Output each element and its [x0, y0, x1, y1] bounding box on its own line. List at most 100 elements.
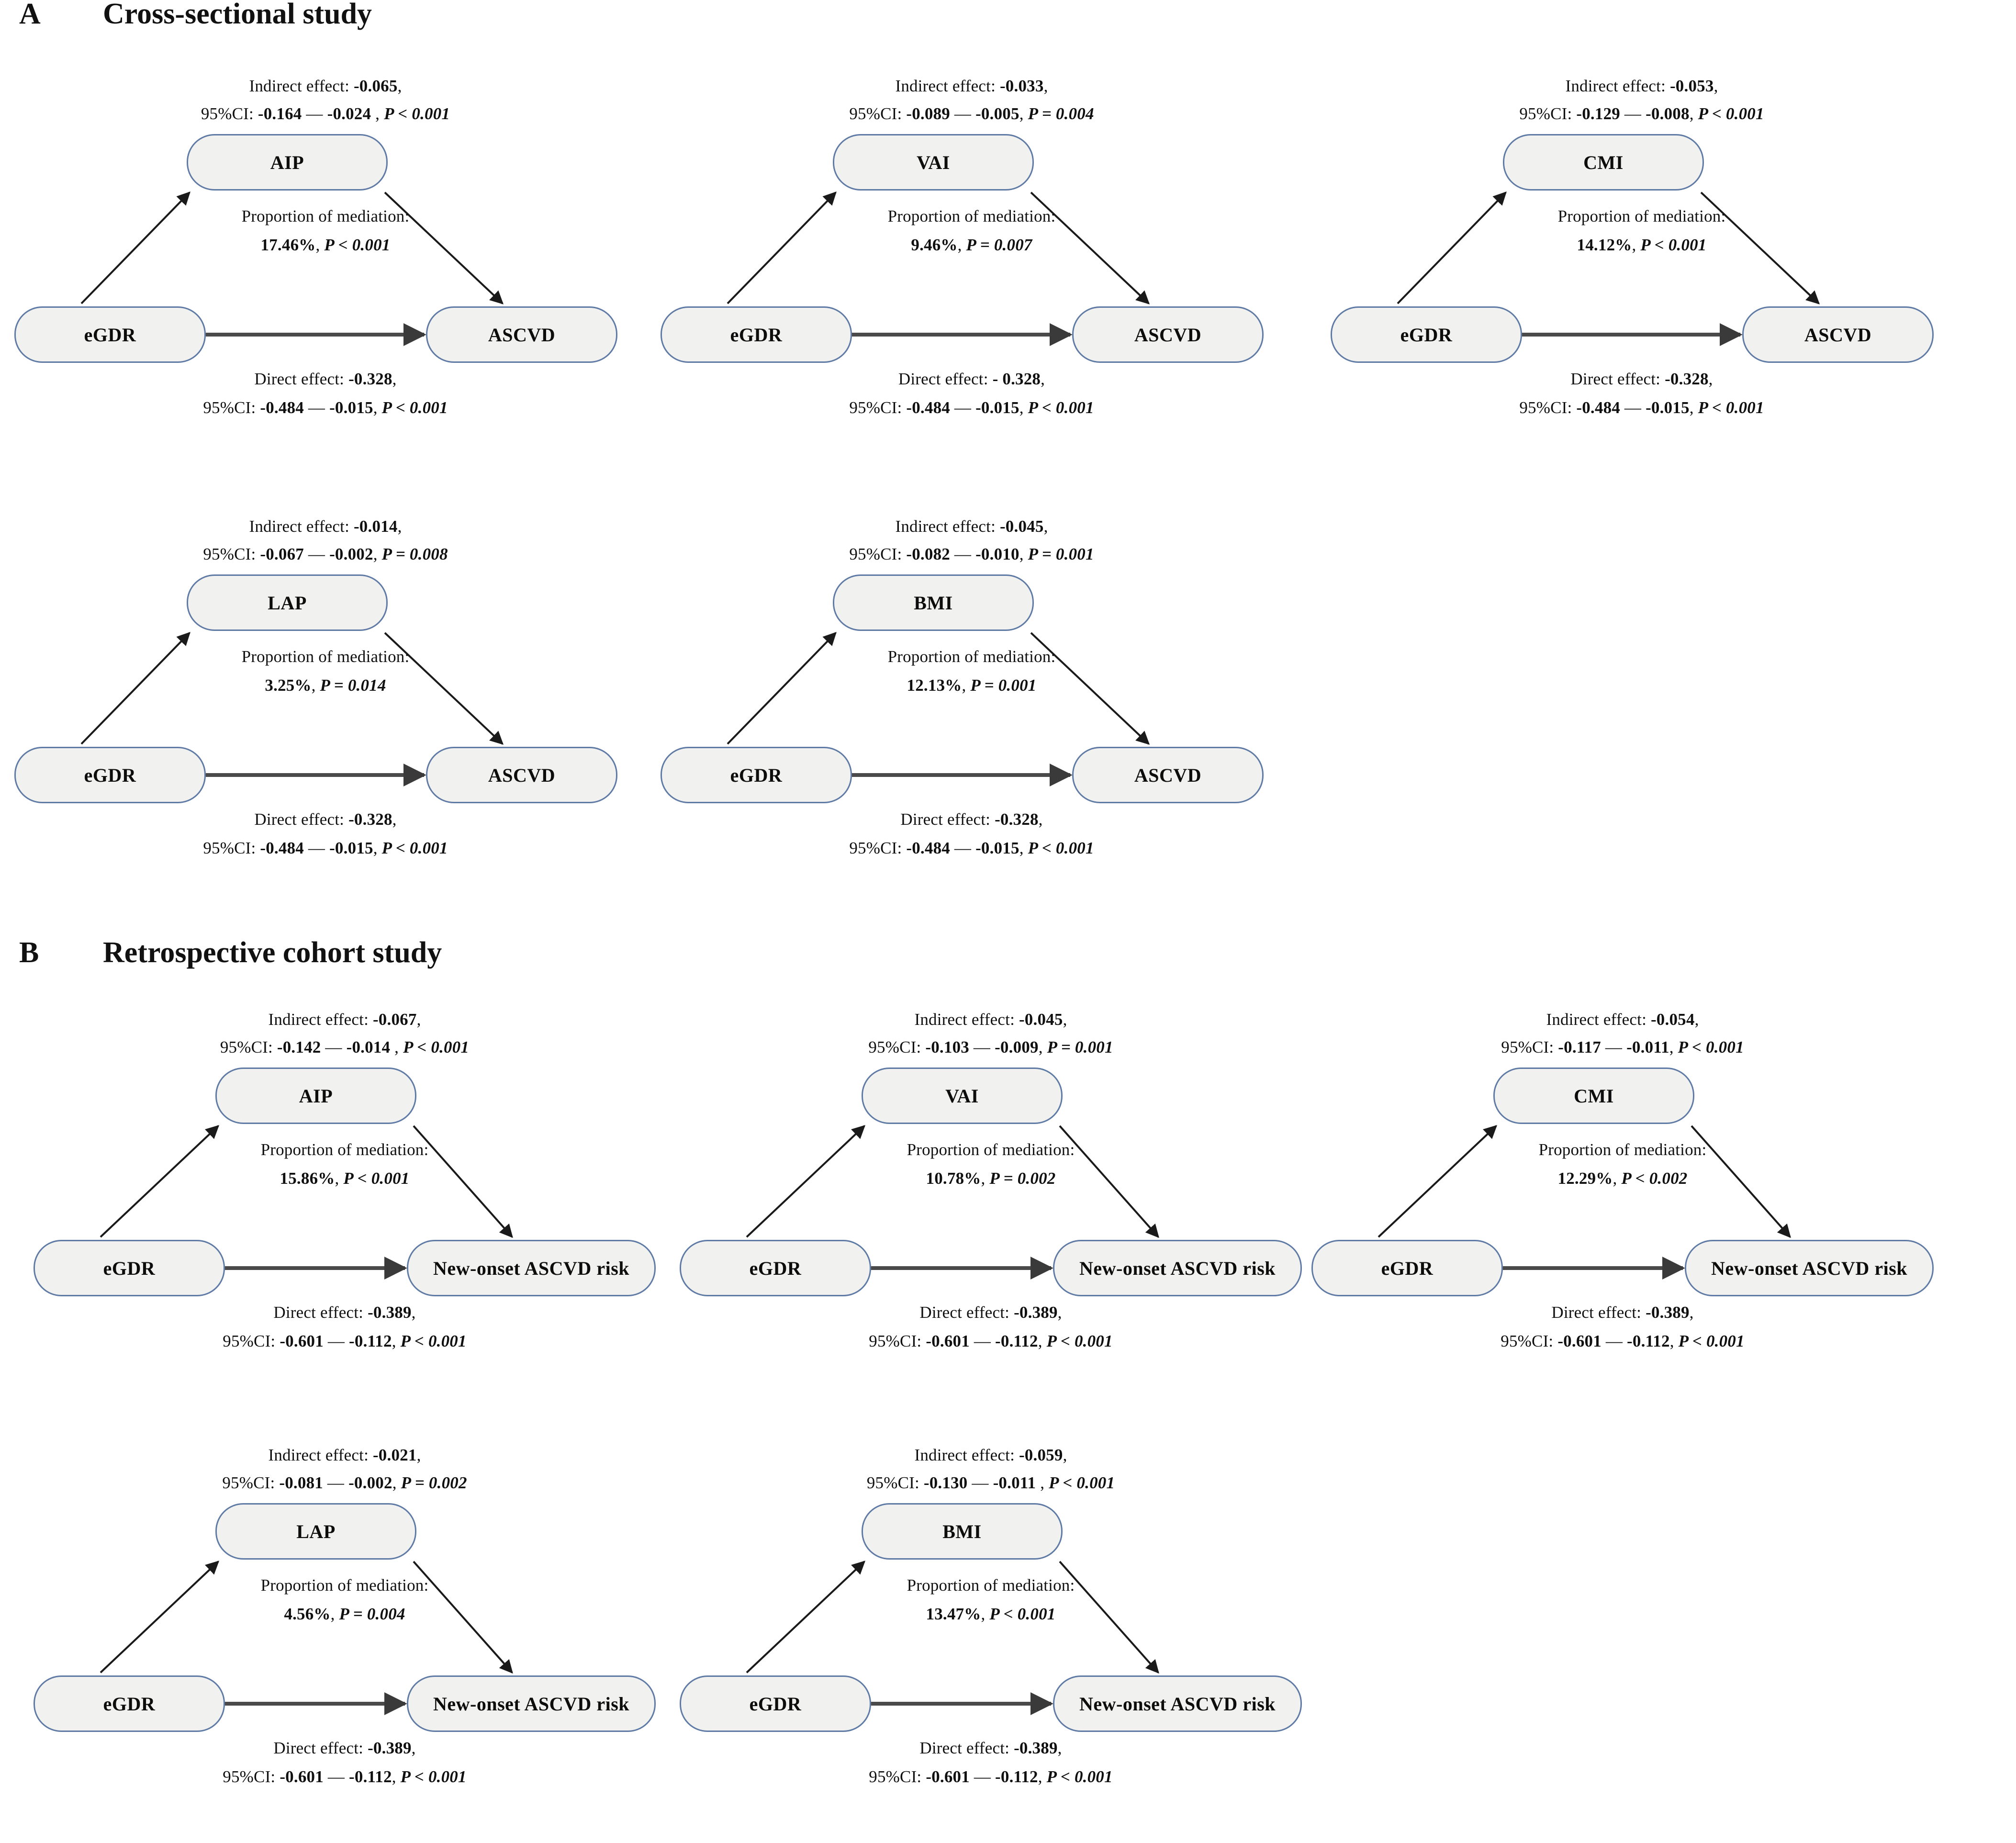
mediation-panel-b-vai: Indirect effect: -0.045, 95%CI: -0.103 —… [670, 1000, 1311, 1431]
node-source-eGDR[interactable]: eGDR [680, 1240, 871, 1296]
node-target-outcome[interactable]: New-onset ASCVD risk [1053, 1240, 1302, 1296]
indirect-effect-line1: Indirect effect: -0.021, [268, 1446, 421, 1464]
proportion-value-line: 12.29%, P < 0.002 [1557, 1169, 1688, 1188]
indirect-effect-line1: Indirect effect: -0.045, [914, 1010, 1067, 1029]
edge-layer [80, 631, 504, 787]
indirect-effect-ci-line: 95%CI: -0.130 — -0.011 , P < 0.001 [866, 1473, 1115, 1492]
direct-effect-ci-line: 95%CI: -0.484 — -0.015, P < 0.001 [1519, 398, 1764, 417]
indirect-effect-ci-line: 95%CI: -0.142 — -0.014 , P < 0.001 [220, 1038, 470, 1056]
proportion-value-line: 12.13%, P = 0.001 [907, 676, 1037, 695]
panel-title-a: Cross-sectional study [103, 0, 372, 30]
node-target-outcome[interactable]: ASCVD [1742, 306, 1934, 363]
proportion-label: Proportion of mediation: [1538, 1140, 1707, 1159]
indirect-effect-ci-line: 95%CI: -0.089 — -0.005, P = 0.004 [849, 104, 1094, 123]
indirect-effect-ci-line: 95%CI: -0.082 — -0.010, P = 0.001 [849, 545, 1094, 563]
edge-layer [80, 191, 504, 346]
node-source-eGDR[interactable]: eGDR [661, 306, 852, 363]
edge-layer [746, 1125, 1159, 1280]
node-target-outcome[interactable]: ASCVD [1072, 747, 1264, 803]
proportion-label: Proportion of mediation: [907, 1140, 1075, 1159]
indirect-effect-line1: Indirect effect: -0.045, [895, 517, 1048, 536]
node-mediator-CMI[interactable]: CMI [1503, 134, 1704, 191]
proportion-value-line: 4.56%, P = 0.004 [284, 1605, 405, 1623]
node-mediator-LAP[interactable]: LAP [187, 574, 388, 631]
proportion-value-line: 14.12%, P < 0.001 [1577, 236, 1707, 254]
proportion-value-line: 17.46%, P < 0.001 [260, 236, 391, 254]
node-target-outcome[interactable]: ASCVD [426, 747, 617, 803]
node-mediator-BMI[interactable]: BMI [862, 1503, 1063, 1560]
edge-layer [100, 1125, 513, 1280]
indirect-effect-line1: Indirect effect: -0.054, [1546, 1010, 1699, 1029]
node-source-eGDR[interactable]: eGDR [34, 1240, 225, 1296]
direct-effect-line1: Direct effect: -0.389, [273, 1739, 416, 1757]
mediation-panel-b-lap: Indirect effect: -0.021, 95%CI: -0.081 —… [24, 1436, 665, 1843]
node-source-eGDR[interactable]: eGDR [680, 1675, 871, 1732]
section-header-b: B Retrospective cohort study [19, 936, 442, 970]
edge-layer [1378, 1125, 1791, 1280]
node-target-outcome[interactable]: New-onset ASCVD risk [1053, 1675, 1302, 1732]
node-source-eGDR[interactable]: eGDR [34, 1675, 225, 1732]
node-source-eGDR[interactable]: eGDR [14, 747, 206, 803]
indirect-effect-line1: Indirect effect: -0.065, [249, 77, 402, 95]
node-source-eGDR[interactable]: eGDR [1311, 1240, 1503, 1296]
direct-effect-ci-line: 95%CI: -0.601 — -0.112, P < 0.001 [1501, 1332, 1745, 1350]
node-mediator-BMI[interactable]: BMI [833, 574, 1034, 631]
direct-effect-ci-line: 95%CI: -0.601 — -0.112, P < 0.001 [223, 1332, 467, 1350]
direct-effect-line1: Direct effect: -0.328, [900, 810, 1043, 829]
indirect-effect-ci-line: 95%CI: -0.103 — -0.009, P = 0.001 [868, 1038, 1113, 1056]
node-mediator-CMI[interactable]: CMI [1493, 1068, 1694, 1124]
direct-effect-line1: Direct effect: -0.328, [254, 810, 397, 829]
proportion-label: Proportion of mediation: [887, 647, 1056, 666]
direct-effect-ci-line: 95%CI: -0.484 — -0.015, P < 0.001 [849, 839, 1094, 857]
panel-letter-a: A [19, 0, 41, 30]
node-source-eGDR[interactable]: eGDR [661, 747, 852, 803]
indirect-effect-line1: Indirect effect: -0.067, [268, 1010, 421, 1029]
node-target-outcome[interactable]: ASCVD [426, 306, 617, 363]
indirect-effect-line1: Indirect effect: -0.053, [1565, 77, 1718, 95]
panel-letter-b: B [19, 936, 39, 969]
node-mediator-LAP[interactable]: LAP [215, 1503, 416, 1560]
indirect-effect-ci-line: 95%CI: -0.067 — -0.002, P = 0.008 [203, 545, 448, 563]
node-mediator-AIP[interactable]: AIP [187, 134, 388, 191]
direct-effect-ci-line: 95%CI: -0.484 — -0.015, P < 0.001 [203, 839, 448, 857]
proportion-value-line: 3.25%, P = 0.014 [265, 676, 386, 695]
indirect-effect-line1: Indirect effect: -0.033, [895, 77, 1048, 95]
indirect-effect-line1: Indirect effect: -0.059, [914, 1446, 1067, 1464]
edge-layer [727, 191, 1150, 346]
proportion-label: Proportion of mediation: [260, 1576, 429, 1595]
node-source-eGDR[interactable]: eGDR [14, 306, 206, 363]
direct-effect-line1: Direct effect: -0.389, [1551, 1303, 1694, 1322]
proportion-label: Proportion of mediation: [907, 1576, 1075, 1595]
mediation-panel-a-lap: Indirect effect: -0.014, 95%CI: -0.067 —… [5, 507, 646, 938]
proportion-value-line: 10.78%, P = 0.002 [926, 1169, 1056, 1188]
mediation-panel-a-cmi: Indirect effect: -0.053, 95%CI: -0.129 —… [1321, 67, 1962, 498]
proportion-label: Proportion of mediation: [241, 207, 410, 225]
direct-effect-line1: Direct effect: -0.328, [254, 370, 397, 388]
mediation-panel-a-vai: Indirect effect: -0.033, 95%CI: -0.089 —… [651, 67, 1292, 498]
edge-layer [1397, 191, 1820, 346]
panel-title-b: Retrospective cohort study [103, 936, 442, 969]
mediation-panel-a-aip: Indirect effect: -0.065, 95%CI: -0.164 —… [5, 67, 646, 498]
proportion-value-line: 9.46%, P = 0.007 [911, 236, 1032, 254]
proportion-label: Proportion of mediation: [241, 647, 410, 666]
node-mediator-VAI[interactable]: VAI [862, 1068, 1063, 1124]
node-target-outcome[interactable]: New-onset ASCVD risk [407, 1675, 656, 1732]
direct-effect-ci-line: 95%CI: -0.601 — -0.112, P < 0.001 [223, 1767, 467, 1786]
node-target-outcome[interactable]: New-onset ASCVD risk [407, 1240, 656, 1296]
node-target-outcome[interactable]: New-onset ASCVD risk [1685, 1240, 1934, 1296]
node-source-eGDR[interactable]: eGDR [1331, 306, 1522, 363]
edge-layer [727, 631, 1150, 787]
direct-effect-line1: Direct effect: -0.389, [919, 1303, 1062, 1322]
node-mediator-AIP[interactable]: AIP [215, 1068, 416, 1124]
direct-effect-ci-line: 95%CI: -0.484 — -0.015, P < 0.001 [849, 398, 1094, 417]
direct-effect-ci-line: 95%CI: -0.484 — -0.015, P < 0.001 [203, 398, 448, 417]
proportion-label: Proportion of mediation: [887, 207, 1056, 225]
indirect-effect-ci-line: 95%CI: -0.129 — -0.008, P < 0.001 [1519, 104, 1764, 123]
direct-effect-line1: Direct effect: -0.328, [1570, 370, 1713, 388]
proportion-value-line: 15.86%, P < 0.001 [280, 1169, 410, 1188]
indirect-effect-line1: Indirect effect: -0.014, [249, 517, 402, 536]
node-target-outcome[interactable]: ASCVD [1072, 306, 1264, 363]
direct-effect-line1: Direct effect: -0.389, [273, 1303, 416, 1322]
node-mediator-VAI[interactable]: VAI [833, 134, 1034, 191]
